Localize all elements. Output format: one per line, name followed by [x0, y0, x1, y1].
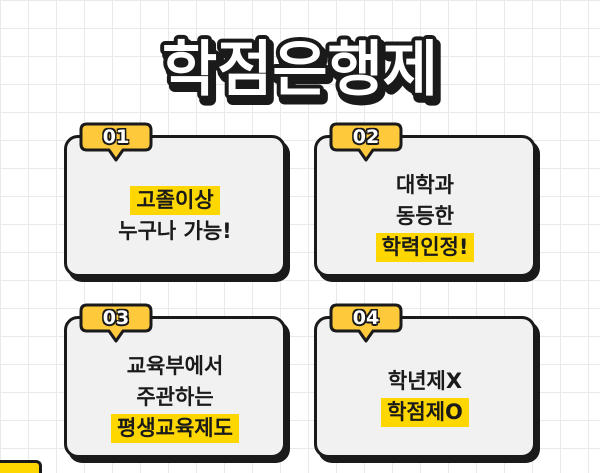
badge-01: 01 [79, 122, 153, 162]
badge-shape [329, 122, 403, 162]
badge-shape [329, 303, 403, 343]
card-line: 대학과 [396, 172, 454, 197]
card-line-highlight: 평생교육제도 [111, 413, 239, 443]
badge-shape [79, 303, 153, 343]
corner-tag [0, 460, 42, 473]
title-shadow: 학점은행제 [165, 40, 441, 110]
badge-04: 04 [329, 303, 403, 343]
badge-number: 03 [102, 307, 130, 329]
card-line-highlight: 고졸이상 [130, 186, 220, 215]
page-title: 학점은행제 학점은행제 [0, 22, 600, 112]
card-line-highlight: 학력인정! [375, 232, 475, 262]
card-01: 01 고졸이상 누구나 가능! [64, 122, 286, 277]
card-04: 04 학년제X 학점제O [314, 303, 536, 458]
card-content: 학년제X 학점제O [317, 345, 533, 449]
card-line: 학년제X [387, 369, 463, 393]
card-line: 누구나 가능! [118, 219, 232, 243]
badge-number: 01 [102, 126, 130, 148]
card-content: 교육부에서 주관하는 평생교육제도 [67, 345, 283, 449]
badge-shape [79, 122, 153, 162]
card-content: 고졸이상 누구나 가능! [67, 164, 283, 268]
card-02: 02 대학과 동등한 학력인정! [314, 122, 536, 277]
title-graphic: 학점은행제 학점은행제 [158, 31, 446, 112]
card-line: 주관하는 [136, 384, 214, 409]
badge-number: 04 [352, 307, 380, 329]
badge-number: 02 [352, 126, 380, 148]
title-text: 학점은행제 [162, 35, 438, 105]
card-03: 03 교육부에서 주관하는 평생교육제도 [64, 303, 286, 458]
card-line: 동등한 [396, 203, 454, 228]
card-line-highlight: 학점제O [381, 398, 469, 427]
badge-03: 03 [79, 303, 153, 343]
badge-02: 02 [329, 122, 403, 162]
card-content: 대학과 동등한 학력인정! [317, 164, 533, 268]
card-line: 교육부에서 [126, 353, 224, 378]
